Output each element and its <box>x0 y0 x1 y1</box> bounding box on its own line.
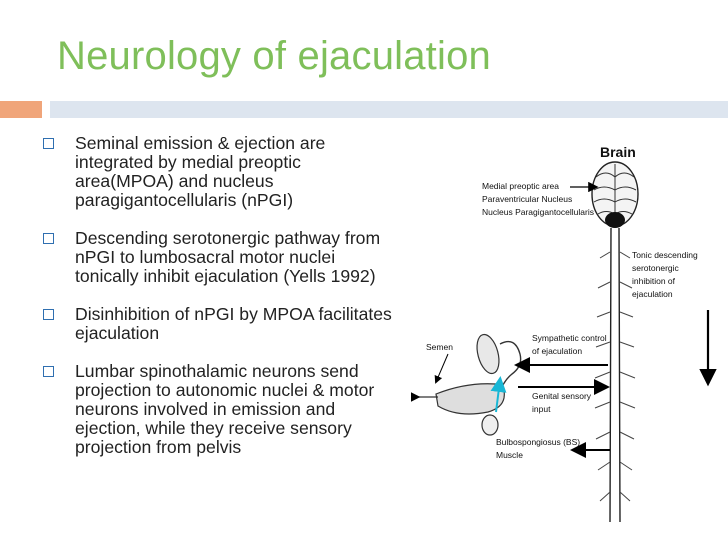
muscle-label: Muscle <box>496 450 523 460</box>
muscle-label-group: Bulbospongiosus (BS) Muscle <box>496 437 580 460</box>
cyan-pointer-arrow <box>490 376 507 413</box>
bullet-text: Descending serotonergic pathway from nPG… <box>75 228 381 286</box>
semen-label: Semen <box>426 342 453 352</box>
list-item: Lumbar spinothalamic neurons send projec… <box>35 362 395 457</box>
genital-label-group: Genital sensory input <box>532 391 592 414</box>
square-bullet-icon <box>43 309 54 320</box>
nuclei-label-group: Medial preoptic area Paraventricular Nuc… <box>482 181 594 217</box>
genital-label: input <box>532 404 551 414</box>
nuclei-label: Nucleus Paragigantocellularis <box>482 207 594 217</box>
sympathetic-label-group: Sympathetic control of ejaculation <box>532 333 607 356</box>
square-bullet-icon <box>43 366 54 377</box>
brain-label: Brain <box>600 144 636 160</box>
tonic-label-group: Tonic descending serotonergic inhibition… <box>632 250 698 299</box>
nuclei-label: Paraventricular Nucleus <box>482 194 572 204</box>
brain-illustration <box>591 161 639 228</box>
slide-title: Neurology of ejaculation <box>57 34 491 78</box>
square-bullet-icon <box>43 138 54 149</box>
tonic-label: serotonergic <box>632 263 680 273</box>
muscle-label: Bulbospongiosus (BS) <box>496 437 580 447</box>
bullet-list: Seminal emission & ejection are integrat… <box>35 134 395 475</box>
bullet-text: Lumbar spinothalamic neurons send projec… <box>75 361 375 457</box>
list-item: Seminal emission & ejection are integrat… <box>35 134 395 210</box>
bullet-text: Disinhibition of nPGI by MPOA facilitate… <box>75 304 392 343</box>
list-item: Descending serotonergic pathway from nPG… <box>35 229 395 286</box>
tonic-label: Tonic descending <box>632 250 698 260</box>
ejaculation-neurology-diagram: Brain Medial preoptic area Paraventricul… <box>410 144 717 523</box>
sympathetic-label: Sympathetic control <box>532 333 607 343</box>
title-divider-bar <box>50 101 728 118</box>
semen-arrow <box>434 353 449 384</box>
genital-label: Genital sensory <box>532 391 592 401</box>
title-accent-bar <box>0 101 42 118</box>
tonic-label: inhibition of <box>632 276 676 286</box>
tonic-label: ejaculation <box>632 289 673 299</box>
spinal-cord-illustration <box>594 227 636 523</box>
nuclei-label: Medial preoptic area <box>482 181 559 191</box>
sympathetic-label: of ejaculation <box>532 346 582 356</box>
square-bullet-icon <box>43 233 54 244</box>
pelvic-organs-illustration <box>410 333 522 436</box>
bullet-text: Seminal emission & ejection are integrat… <box>75 133 326 210</box>
list-item: Disinhibition of nPGI by MPOA facilitate… <box>35 305 395 343</box>
